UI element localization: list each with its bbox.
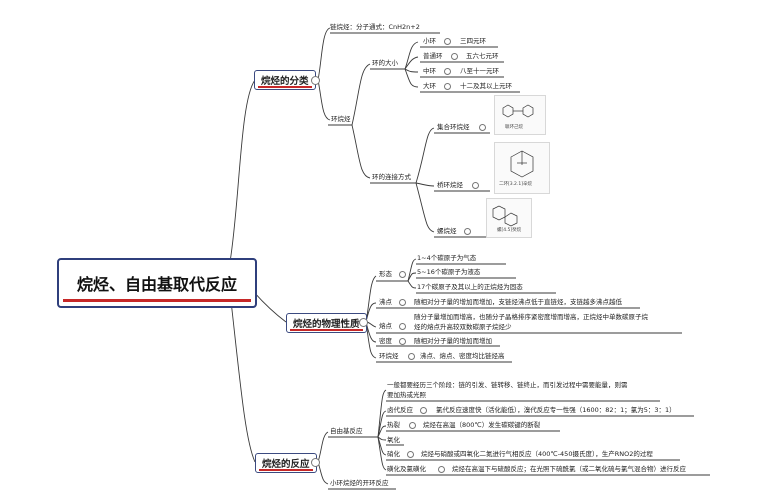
collapse-toggle-icon[interactable] <box>311 76 320 85</box>
form-item: 17个碳原子及其以上的正烷烃为固态 <box>417 283 523 291</box>
boiling-point-label: 沸点 <box>379 298 392 306</box>
density-label: 密度 <box>379 337 392 345</box>
collapse-toggle-icon[interactable] <box>359 318 368 327</box>
ring-size-desc: 八至十一元环 <box>460 67 499 75</box>
branch-physical[interactable]: 烷烃的物理性质 <box>286 313 367 333</box>
oxidation-label: 氧化 <box>387 436 400 444</box>
ring-size-name: 中环 <box>423 67 436 75</box>
expand-icon[interactable] <box>444 68 451 75</box>
structure-caption: 联环己烷 <box>505 125 523 130</box>
expand-icon[interactable] <box>444 38 451 45</box>
expand-icon[interactable] <box>399 271 406 278</box>
expand-icon[interactable] <box>479 124 486 131</box>
spiro-structure-image: 螺[4.5]癸烷 <box>486 198 532 238</box>
expand-icon[interactable] <box>420 407 427 414</box>
cycloalkane-text: 沸点、熔点、密度均比链烃高 <box>420 352 505 360</box>
bicyclohexyl-structure-image: 联环己烷 <box>494 95 546 135</box>
central-topic-title: 烷烃、自由基取代反应 <box>76 275 237 294</box>
expand-icon[interactable] <box>472 182 479 189</box>
ring-size-name: 小环 <box>423 37 436 45</box>
ring-size-name: 普通环 <box>423 52 443 60</box>
ring-size-desc: 三四元环 <box>460 37 486 45</box>
halogenation-text: 氯代反应速度快（活化能低），溴代反应专一性强（1600：82：1；氯为5：3：1… <box>436 406 676 414</box>
ring-connect-label: 环的连接方式 <box>372 173 411 181</box>
nitration-label: 硝化 <box>387 450 400 458</box>
sulfonation-label: 磺化及氯磺化 <box>387 465 426 473</box>
radical-intro: 一般都要经历三个阶段：链的引发、链转移、链终止，而引发过程中需要能量，则需 <box>387 381 628 389</box>
ring-size-desc: 十二及其以上元环 <box>460 82 512 90</box>
expand-icon[interactable] <box>444 83 451 90</box>
pyrolysis-label: 热裂 <box>387 421 400 429</box>
expand-icon[interactable] <box>399 299 406 306</box>
expand-icon[interactable] <box>464 228 471 235</box>
sulfonation-text: 烷烃在高温下与硫酸反应；在光照下硫酰氯（或二氧化硫与氯气混合物）进行反应 <box>452 465 686 473</box>
expand-icon[interactable] <box>399 338 406 345</box>
cycloalkane-label: 环烷烃 <box>331 115 351 123</box>
cycloalkane-label: 环烷烃 <box>379 352 399 360</box>
ring-open-label: 小环烷烃的开环反应 <box>330 479 389 487</box>
melting-point-text: 烃的熔点升高较双数碳原子烷烃少 <box>414 323 512 331</box>
boiling-point-text: 随相对分子量的增加而增加，支链烃沸点低于直链烃，支链越多沸点越低 <box>414 298 622 306</box>
expand-icon[interactable] <box>409 422 416 429</box>
ring-size-label: 环的大小 <box>372 59 398 67</box>
structure-caption: 二环[3.2.1]辛烷 <box>499 182 532 187</box>
radical-reaction-label: 自由基反应 <box>330 427 363 435</box>
branch-classification-label: 烷烃的分类 <box>261 76 309 87</box>
ring-size-name: 大环 <box>423 82 436 90</box>
branch-reactions-label: 烷烃的反应 <box>262 459 310 470</box>
central-topic[interactable]: 烷烃、自由基取代反应 <box>57 258 257 308</box>
expand-icon[interactable] <box>407 451 414 458</box>
chain-alkane-formula: 链烷烃：分子通式：CnH2n+2 <box>330 23 420 31</box>
ring-connect-name: 集合环烷烃 <box>437 123 470 131</box>
form-item: 5~16个碳原子为液态 <box>417 268 481 276</box>
melting-point-label: 熔点 <box>379 322 392 330</box>
melting-point-text: 随分子量增加而增高，也随分子晶格排序紧密度增而增高，正烷烃中单数碳原子烷 <box>414 313 648 321</box>
form-item: 1~4个碳原子为气态 <box>417 254 477 262</box>
radical-intro: 要加热或光照 <box>387 391 426 399</box>
expand-icon[interactable] <box>399 323 406 330</box>
pyrolysis-text: 烷烃在高温（800℃）发生碳碳键的断裂 <box>423 421 541 429</box>
ring-size-desc: 五六七元环 <box>466 52 499 60</box>
nitration-text: 烷烃与硝酸或四氧化二氮进行气相反应（400℃-450摄氏度），生产RNO2的过程 <box>421 450 653 458</box>
ring-connect-name: 螺烷烃 <box>437 227 457 235</box>
bicyclooctane-structure-image: 二环[3.2.1]辛烷 <box>494 142 550 194</box>
expand-icon[interactable] <box>438 466 445 473</box>
branch-physical-label: 烷烃的物理性质 <box>293 319 360 330</box>
branch-reactions[interactable]: 烷烃的反应 <box>255 453 317 473</box>
expand-icon[interactable] <box>408 353 415 360</box>
density-text: 随相对分子量的增加而增加 <box>414 337 492 345</box>
form-label: 形态 <box>379 270 392 278</box>
expand-icon[interactable] <box>451 53 458 60</box>
branch-classification[interactable]: 烷烃的分类 <box>254 70 316 90</box>
ring-connect-name: 桥环烷烃 <box>437 181 463 189</box>
structure-caption: 螺[4.5]癸烷 <box>497 228 522 233</box>
halogenation-label: 卤代反应 <box>387 406 413 414</box>
collapse-toggle-icon[interactable] <box>311 458 320 467</box>
